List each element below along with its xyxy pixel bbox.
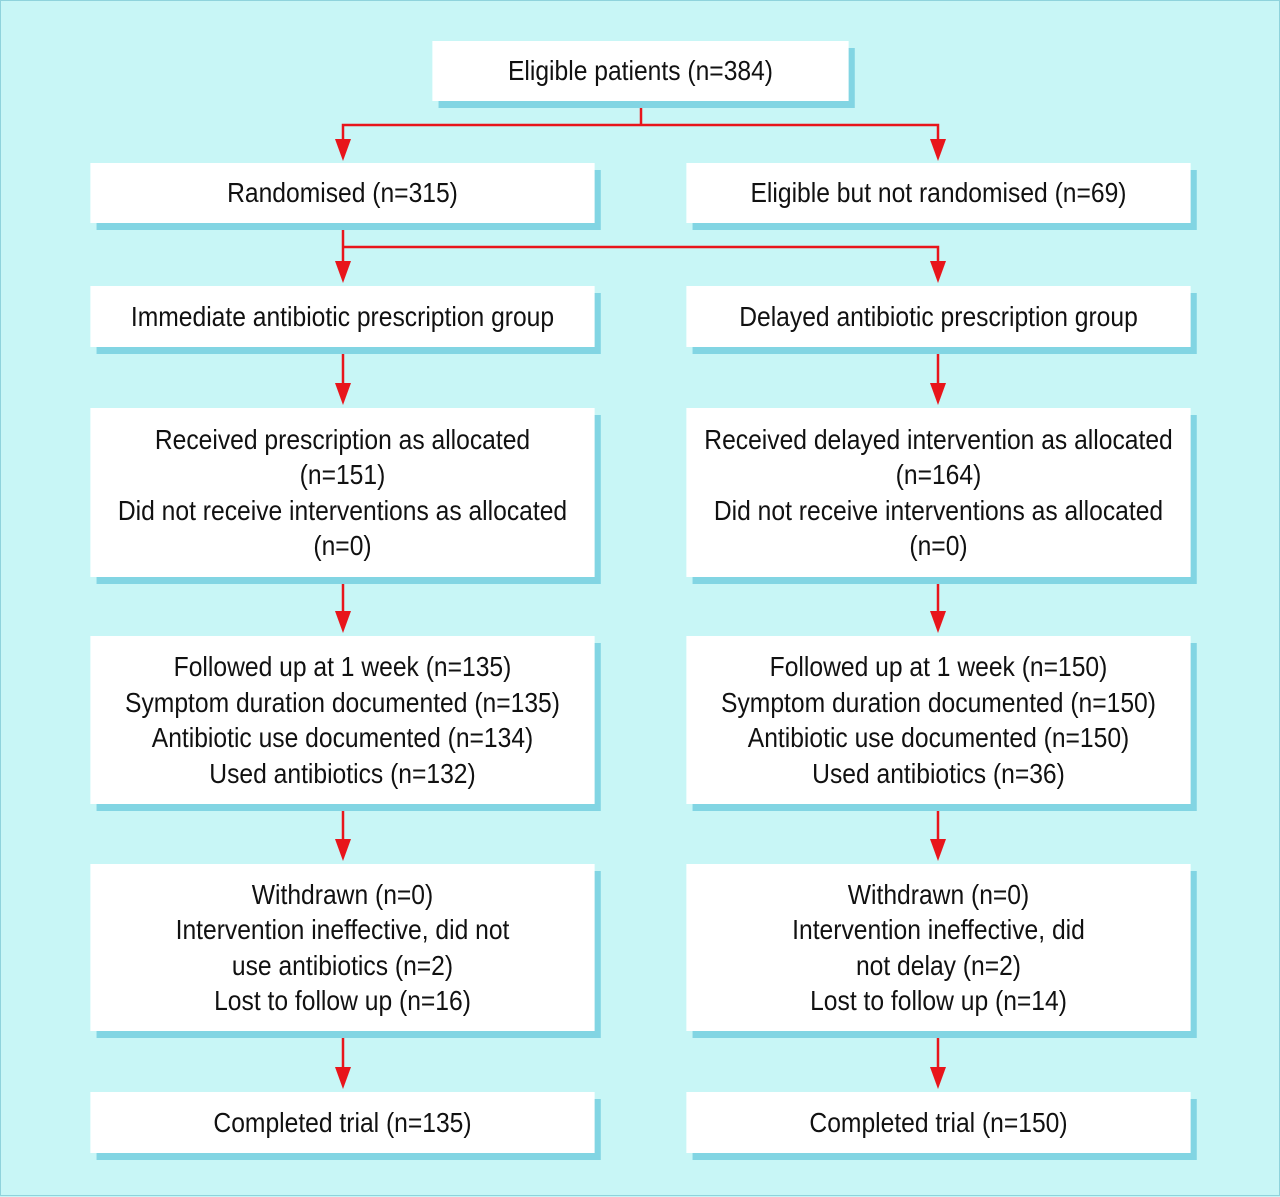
box-line: (n=151) [299, 459, 386, 490]
connector-randomised-split [341, 223, 940, 263]
box-line: Received prescription as allocated [154, 423, 531, 455]
not-randomised-box: Eligible but not randomised (n=69) [686, 163, 1191, 223]
randomised-box: Randomised (n=315) [90, 163, 595, 223]
arrowhead-immediate-group [335, 261, 351, 283]
box-line: Used antibiotics (n=36) [812, 757, 1065, 789]
box-line: not delay (n=2) [855, 949, 1022, 981]
box-line: Did not receive interventions as allocat… [117, 494, 568, 526]
delayed-allocation-box: Received delayed intervention as allocat… [686, 408, 1191, 577]
box-line: (n=164) [895, 459, 982, 490]
arrowhead-immediate-completed [335, 1067, 351, 1089]
immediate-group-box: Immediate antibiotic prescription group [90, 286, 595, 347]
box-line: Withdrawn (n=0) [847, 878, 1030, 910]
box-line: Used antibiotics (n=132) [209, 757, 476, 789]
box-line: Eligible but not randomised (n=69) [750, 177, 1127, 209]
box-line: Symptom duration documented (n=135) [125, 686, 560, 718]
box-line: use antibiotics (n=2) [231, 949, 454, 981]
box-line: Followed up at 1 week (n=150) [769, 651, 1108, 682]
immediate-allocation-box: Received prescription as allocated (n=15… [90, 408, 595, 577]
box-line: Antibiotic use documented (n=150) [747, 722, 1130, 753]
arrowhead-delayed-group [930, 261, 946, 283]
arrowhead-delayed-followup [930, 611, 946, 633]
delayed-group-box: Delayed antibiotic prescription group [686, 286, 1191, 347]
arrowhead-delayed-completed [930, 1067, 946, 1089]
arrowhead-delayed-withdrawn [930, 839, 946, 861]
arrowhead-delayed-allocation [930, 383, 946, 405]
immediate-followup-box: Followed up at 1 week (n=135) Symptom du… [90, 636, 595, 804]
box-line: Completed trial (n=135) [213, 1106, 472, 1138]
connector-eligible-split [341, 101, 940, 141]
box-line: Symptom duration documented (n=150) [721, 686, 1156, 718]
arrowhead-immediate-withdrawn [335, 839, 351, 861]
box-line: Intervention ineffective, did [792, 914, 1085, 945]
box-line: Delayed antibiotic prescription group [739, 300, 1138, 332]
immediate-completed-box: Completed trial (n=135) [90, 1092, 595, 1153]
box-line: Received delayed intervention as allocat… [704, 423, 1173, 455]
arrowhead-immediate-followup [335, 611, 351, 633]
box-line: Followed up at 1 week (n=135) [173, 651, 512, 682]
delayed-withdrawn-box: Withdrawn (n=0) Intervention ineffective… [686, 864, 1191, 1031]
box-line: Randomised (n=315) [227, 177, 458, 209]
box-line: Withdrawn (n=0) [251, 878, 434, 910]
box-line: Eligible patients (n=384) [507, 55, 774, 87]
box-line: Lost to follow up (n=16) [214, 985, 471, 1016]
box-line: Did not receive interventions as allocat… [713, 494, 1164, 526]
eligible-patients-box: Eligible patients (n=384) [432, 41, 849, 101]
immediate-withdrawn-box: Withdrawn (n=0) Intervention ineffective… [90, 864, 595, 1031]
box-line: Intervention ineffective, did not [175, 914, 510, 945]
arrowhead-not-randomised [930, 139, 946, 161]
delayed-followup-box: Followed up at 1 week (n=150) Symptom du… [686, 636, 1191, 804]
delayed-completed-box: Completed trial (n=150) [686, 1092, 1191, 1153]
box-line: Completed trial (n=150) [809, 1106, 1068, 1138]
box-line: Antibiotic use documented (n=134) [151, 722, 534, 753]
box-line: (n=0) [909, 530, 968, 561]
box-line: Immediate antibiotic prescription group [130, 300, 555, 332]
arrowhead-immediate-allocation [335, 383, 351, 405]
box-line: Lost to follow up (n=14) [810, 985, 1067, 1016]
arrowhead-randomised [335, 139, 351, 161]
box-line: (n=0) [313, 530, 372, 561]
